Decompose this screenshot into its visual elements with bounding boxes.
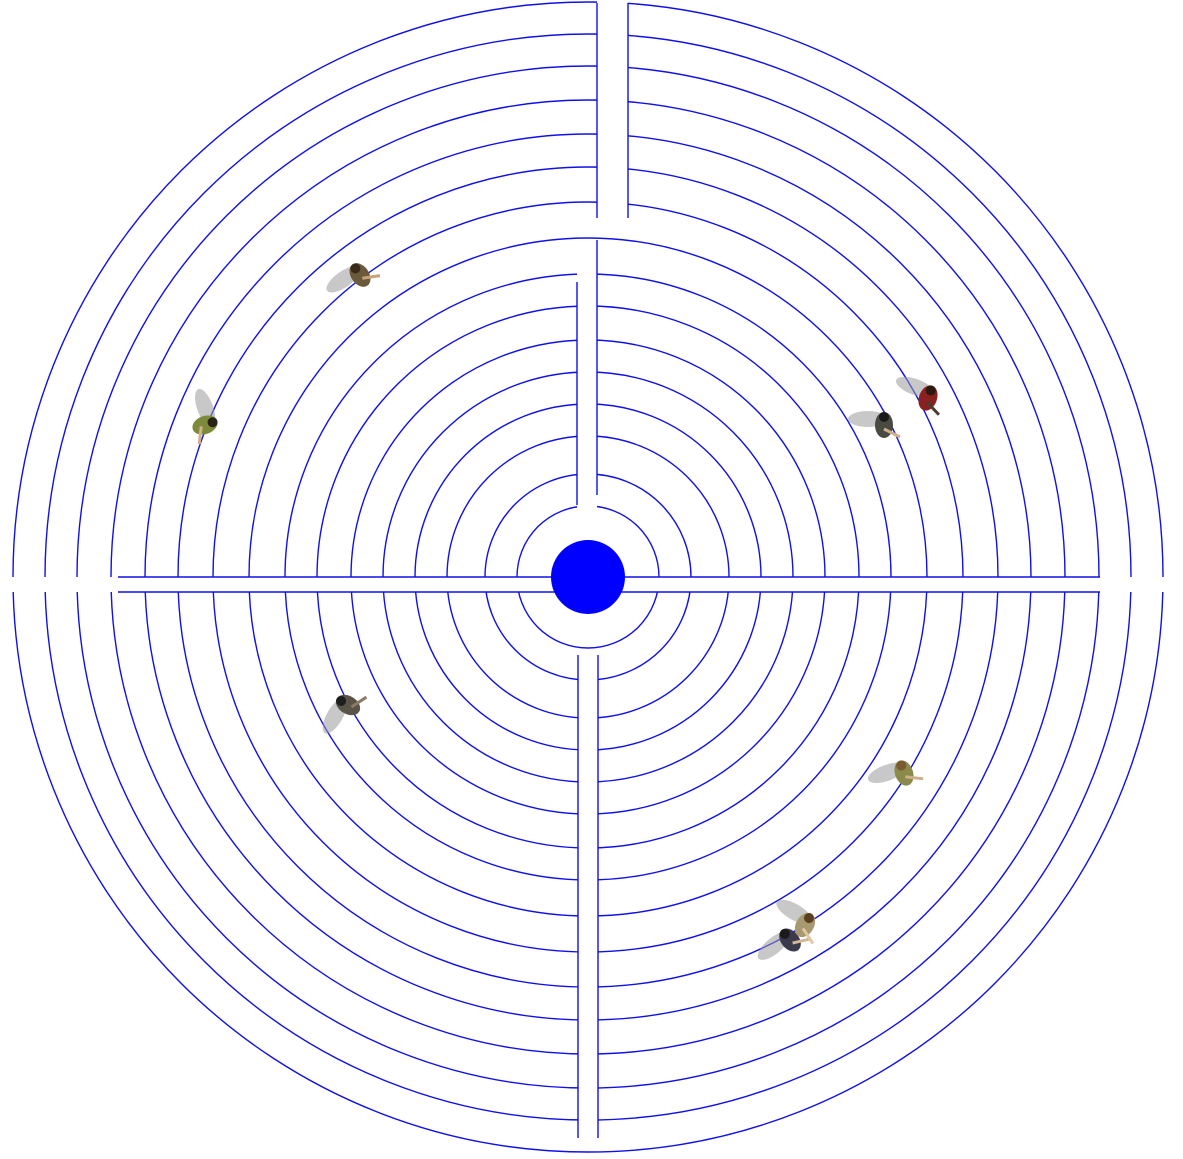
center-goal-dot[interactable] [551, 540, 625, 614]
entrance-corridor [597, 0, 628, 220]
walker-head [879, 412, 889, 422]
lower-band [578, 650, 598, 1140]
inner-corridor [577, 240, 597, 540]
